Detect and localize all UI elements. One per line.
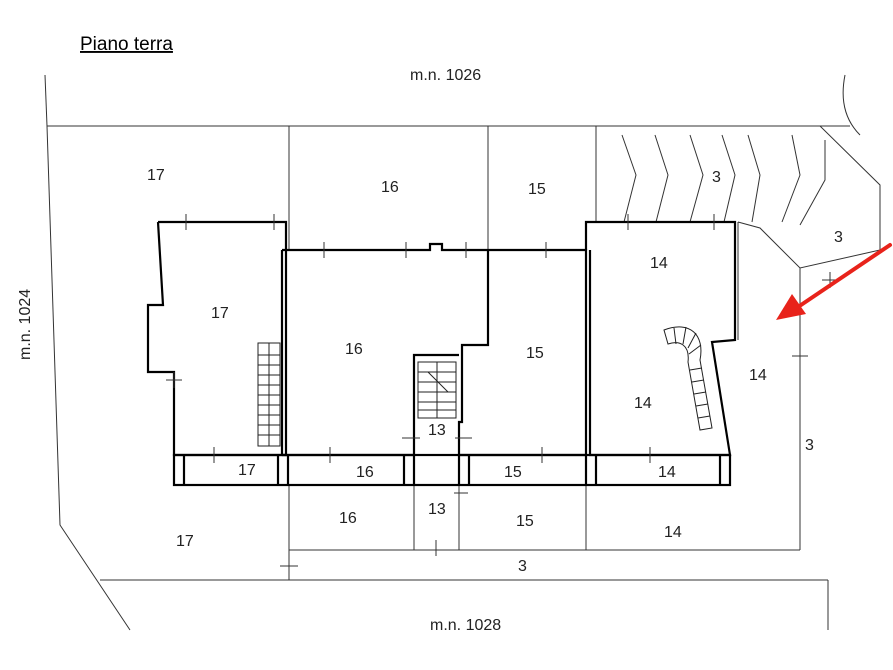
parcel-label: 16	[356, 464, 374, 481]
parcel-label: 14	[749, 367, 767, 384]
building-outline	[146, 220, 737, 487]
parcel-label: 3	[518, 558, 527, 575]
stair-unit-17	[257, 342, 281, 447]
parcel-label: 15	[526, 345, 544, 362]
neighbor-top-label: m.n. 1026	[410, 67, 481, 84]
parcel-label: 14	[634, 395, 652, 412]
neighbor-left-label: m.n. 1024	[17, 289, 34, 360]
parcel-label: 17	[147, 167, 165, 184]
parcel-label: 17	[238, 462, 256, 479]
parcel-label: 14	[650, 255, 668, 272]
parcel-label: 15	[504, 464, 522, 481]
parcel-label: 14	[664, 524, 682, 541]
parcel-label: 13	[428, 501, 446, 518]
survey-ticks	[166, 214, 838, 574]
red-arrow-icon	[776, 243, 892, 320]
parcel-label: 16	[339, 510, 357, 527]
neighbor-bottom-label: m.n. 1028	[430, 617, 501, 634]
parcel-label: 3	[712, 169, 721, 186]
site-boundaries	[44, 74, 881, 631]
stair-unit-14	[663, 326, 713, 431]
parcel-label: 17	[211, 305, 229, 322]
parcel-label: 15	[516, 513, 534, 530]
parcel-label: 16	[345, 341, 363, 358]
parcel-label: 17	[176, 533, 194, 550]
parcel-label: 15	[528, 181, 546, 198]
stair-unit-13	[417, 361, 457, 419]
parcel-label: 16	[381, 179, 399, 196]
parcel-label: 14	[658, 464, 676, 481]
parcel-label: 3	[834, 229, 843, 246]
plan-title: Piano terra	[80, 34, 173, 55]
parcel-label: 3	[805, 437, 814, 454]
parcel-label: 13	[428, 422, 446, 439]
